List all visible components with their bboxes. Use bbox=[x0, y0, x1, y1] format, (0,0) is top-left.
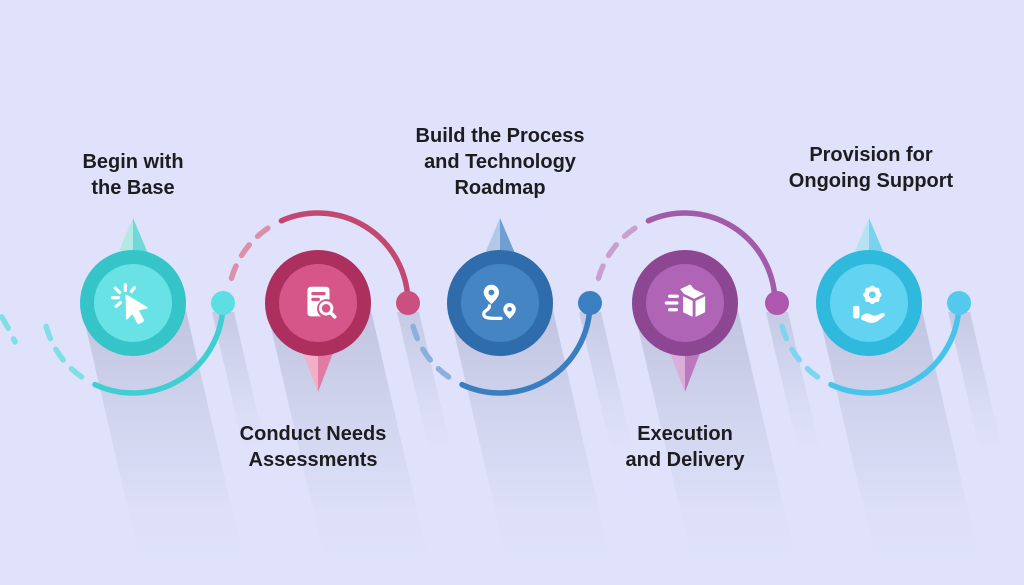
connector-arc-dashed bbox=[410, 323, 461, 386]
connector-arc-solid bbox=[828, 303, 962, 396]
connector-arc-dashed bbox=[43, 323, 94, 386]
connector-arc-dashed bbox=[228, 220, 280, 281]
connector-arc-dashed bbox=[0, 308, 18, 345]
connector-arc-solid bbox=[92, 303, 226, 396]
connector-arc-solid bbox=[459, 303, 593, 396]
connector-arc-solid bbox=[278, 210, 411, 303]
connector-arc-solid bbox=[645, 210, 778, 303]
connector-arc-dashed bbox=[595, 220, 647, 281]
connector-arc-dashed bbox=[779, 323, 830, 386]
